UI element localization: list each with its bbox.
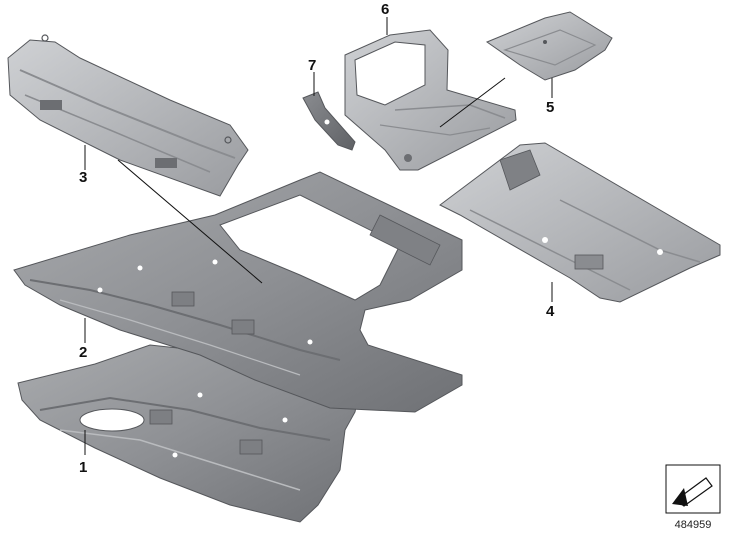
part-2-floor-panel [13,171,463,413]
callout-5: 5 [546,99,554,116]
leader-line-6b [439,77,506,128]
part-5-bracket-plate [485,11,613,81]
callout-3: 3 [79,169,87,186]
callout-7: 7 [308,57,316,74]
part-3-cross-member [7,34,249,197]
part-1-floor-panel [17,344,361,523]
directional-arrow-icon [672,477,713,507]
part-1-floor-opening [79,408,145,432]
reference-box [665,464,721,514]
part-4-floor-section [439,142,721,303]
reference-number: 484959 [675,519,712,531]
leader-line-3b [117,159,263,284]
callout-1: 1 [79,459,87,476]
callout-4: 4 [546,303,555,320]
part-7-small-bracket [302,91,356,151]
callout-2: 2 [79,344,87,361]
part-6-frame-panel [344,29,517,171]
callout-6: 6 [381,1,389,18]
